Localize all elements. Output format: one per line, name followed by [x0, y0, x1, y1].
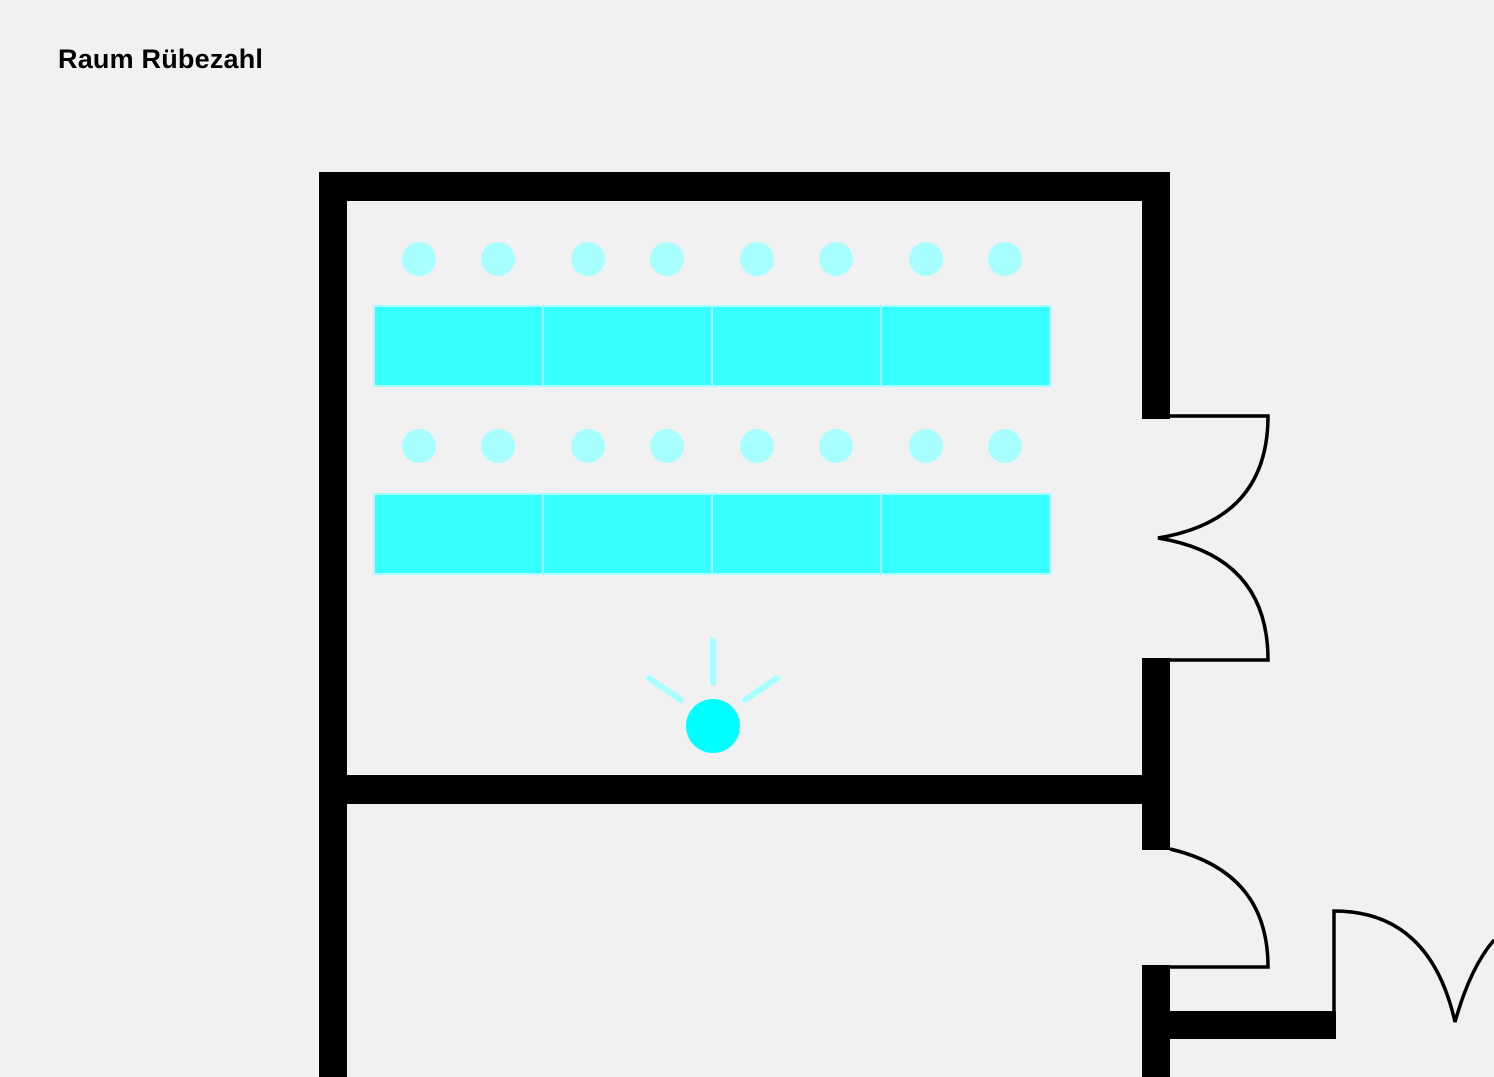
doors — [1157, 414, 1494, 1023]
wall-right-middle — [1142, 658, 1170, 850]
chair-icon — [481, 429, 515, 463]
wall-left — [319, 172, 347, 1077]
chair-icon — [909, 429, 943, 463]
table — [542, 493, 713, 575]
table — [711, 493, 882, 575]
chair-icon — [819, 429, 853, 463]
chair-icon — [402, 429, 436, 463]
wall-top — [319, 172, 1170, 201]
chair-icon — [481, 242, 515, 276]
chair-icon — [988, 429, 1022, 463]
table — [711, 305, 882, 387]
speaker-ray-left — [646, 675, 684, 703]
chair-icon — [650, 429, 684, 463]
table — [373, 305, 544, 387]
tables — [373, 305, 1051, 575]
door-lower[interactable] — [1169, 847, 1270, 969]
wall-corridor — [1142, 1011, 1336, 1039]
wall-right-upper — [1142, 172, 1170, 419]
speaker-ray-right — [742, 675, 780, 703]
chair-icon — [988, 242, 1022, 276]
chair-icon — [819, 242, 853, 276]
wall-divider — [319, 775, 1170, 804]
chair-icon — [740, 242, 774, 276]
table — [373, 493, 544, 575]
table — [542, 305, 713, 387]
door-double-upper[interactable] — [1157, 414, 1270, 662]
table — [880, 493, 1051, 575]
table — [880, 305, 1051, 387]
door-corridor[interactable] — [1332, 909, 1494, 1023]
chair-icon — [650, 242, 684, 276]
walls — [319, 172, 1336, 1077]
speaker-icon — [646, 637, 780, 753]
chair-icon — [571, 429, 605, 463]
chair-icon — [571, 242, 605, 276]
chair-icon — [740, 429, 774, 463]
chair-icon — [909, 242, 943, 276]
chairs — [402, 242, 1022, 463]
room-title: Raum Rübezahl — [58, 44, 264, 74]
speaker-dot — [686, 699, 740, 753]
chair-icon — [402, 242, 436, 276]
